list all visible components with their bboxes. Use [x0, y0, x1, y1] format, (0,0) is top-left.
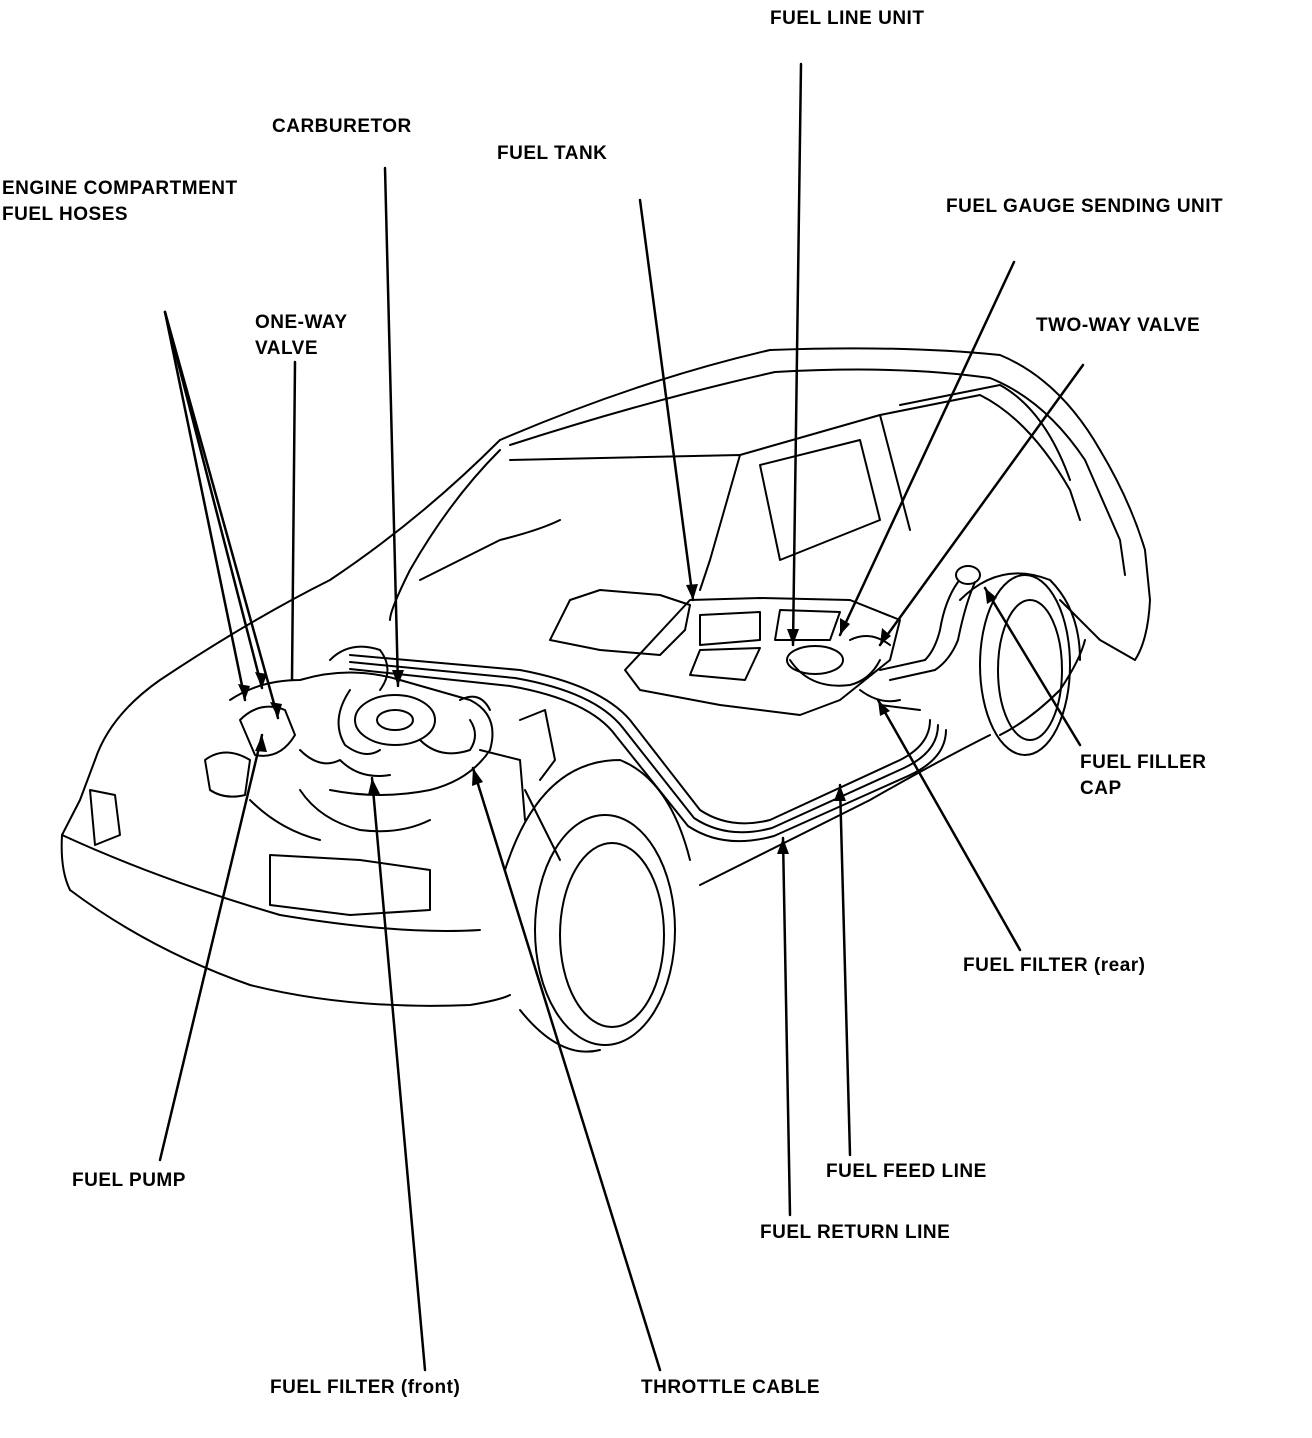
car-body-outline [60, 347, 1151, 1007]
label-one-way-valve-line2: VALVE [255, 338, 319, 359]
label-fuel-filter-rear: FUEL FILTER (rear) [963, 955, 1146, 976]
label-engine-hoses-line1: ENGINE COMPARTMENT [2, 178, 238, 199]
arrow-heads [238, 584, 997, 854]
wheel-rear [959, 572, 1081, 756]
label-fuel-feed-line: FUEL FEED LINE [826, 1161, 987, 1182]
label-fuel-return-line: FUEL RETURN LINE [760, 1222, 951, 1243]
fuel-filler-neck [879, 565, 981, 681]
sending-unit-area [786, 635, 901, 703]
engine-assembly [204, 645, 561, 861]
label-fuel-filter-front: FUEL FILTER (front) [270, 1377, 461, 1398]
fuel-lines [349, 654, 947, 843]
label-fuel-filler-cap: FUEL FILLER CAP [1080, 750, 1207, 802]
label-one-way-valve-line1: ONE-WAY [255, 312, 348, 333]
label-carburetor: CARBURETOR [272, 116, 412, 137]
label-fuel-pump: FUEL PUMP [72, 1170, 186, 1191]
label-fuel-tank: FUEL TANK [497, 143, 608, 164]
label-fuel-filler-cap-line1: FUEL FILLER [1080, 752, 1207, 773]
label-engine-compartment-fuel-hoses: ENGINE COMPARTMENT FUEL HOSES [2, 176, 238, 228]
leader-lines [158, 62, 1085, 1372]
label-throttle-cable: THROTTLE CABLE [641, 1377, 821, 1398]
label-fuel-line-unit: FUEL LINE UNIT [770, 8, 925, 29]
label-two-way-valve: TWO-WAY VALVE [1036, 315, 1201, 336]
label-fuel-gauge-sending-unit: FUEL GAUGE SENDING UNIT [946, 196, 1224, 217]
label-one-way-valve: ONE-WAY VALVE [255, 310, 348, 362]
label-fuel-filler-cap-line2: CAP [1080, 778, 1122, 799]
fuel-tank-shape [549, 589, 901, 716]
label-engine-hoses-line2: FUEL HOSES [2, 204, 129, 225]
